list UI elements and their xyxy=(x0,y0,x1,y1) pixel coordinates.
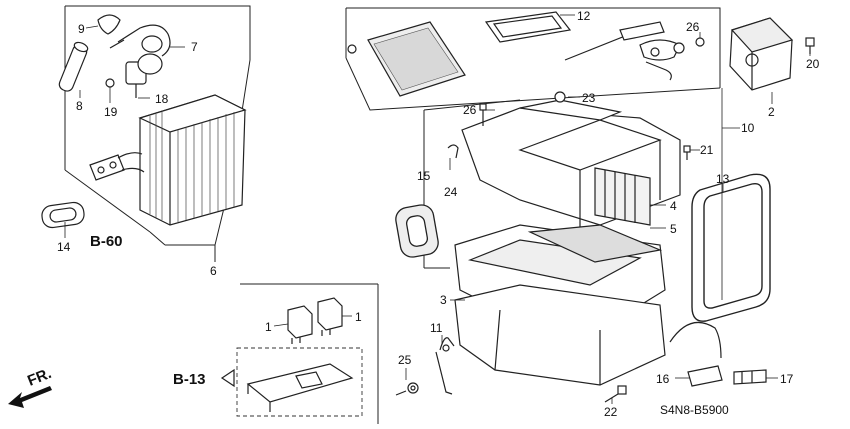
callout-19: 19 xyxy=(104,105,118,119)
sensor-part-16 xyxy=(669,321,723,387)
callout-8: 8 xyxy=(76,99,83,113)
callout-17: 17 xyxy=(780,372,794,386)
expansion-valve-part-18 xyxy=(125,53,163,98)
callout-16: 16 xyxy=(656,372,670,386)
screw-part-26-top xyxy=(673,37,705,54)
callout-7: 7 xyxy=(191,40,198,54)
callout-21: 21 xyxy=(700,143,714,157)
callout-11: 11 xyxy=(430,321,443,335)
heater-core-part-4 xyxy=(594,167,651,226)
ref-arrow-b13 xyxy=(220,368,235,388)
door-lever-linkage xyxy=(564,21,681,81)
callout-10: 10 xyxy=(741,121,755,135)
relay-inset-frame xyxy=(240,283,379,424)
callout-18: 18 xyxy=(155,92,169,106)
callout-13: 13 xyxy=(716,172,730,186)
leader-lines-relay xyxy=(273,315,352,327)
callout-1-left: 1 xyxy=(265,320,272,334)
clip-part-9 xyxy=(97,14,121,35)
callout-1-right: 1 xyxy=(355,310,362,324)
leader-lines-unit xyxy=(405,96,778,404)
callout-3: 3 xyxy=(440,293,447,307)
screw-part-21 xyxy=(683,145,691,160)
screw-filter-box xyxy=(347,44,357,54)
evaporator-pipe-block xyxy=(89,152,145,181)
sensor-part-11 xyxy=(435,337,455,395)
screw-part-26-unit xyxy=(479,103,487,126)
actuator-part-2 xyxy=(729,17,794,91)
filter-element xyxy=(367,21,466,97)
screw-part-25 xyxy=(395,382,419,396)
relay-box xyxy=(246,363,354,412)
leader-lines-filter xyxy=(560,14,811,300)
filter-group-frame xyxy=(345,7,721,111)
ref-b60: B-60 xyxy=(90,233,123,250)
ref-b13: B-13 xyxy=(173,371,206,388)
callout-26-unit: 26 xyxy=(463,103,477,117)
callout-5: 5 xyxy=(670,222,677,236)
callout-15: 15 xyxy=(417,169,431,183)
relay-part-1-right xyxy=(317,297,343,336)
seal-part-14 xyxy=(41,201,85,229)
clip-part-23 xyxy=(554,91,566,103)
lower-case xyxy=(454,224,666,386)
thermistor-part-7 xyxy=(109,24,171,57)
o-ring-part-19 xyxy=(105,78,115,88)
seal-part-13 xyxy=(691,173,771,322)
callout-25: 25 xyxy=(398,353,412,367)
leader-lines-evaporator xyxy=(64,25,185,238)
callout-9: 9 xyxy=(78,22,85,36)
clip-part-24 xyxy=(447,144,459,159)
filter-frame xyxy=(484,11,572,43)
evaporator-core xyxy=(138,94,247,226)
relay-box-dashed-inset xyxy=(236,347,363,417)
relay-part-1-left xyxy=(287,305,313,344)
callout-2: 2 xyxy=(768,105,775,119)
callout-4: 4 xyxy=(670,199,677,213)
diagram-code: S4N8-B5900 xyxy=(660,403,729,417)
callout-24: 24 xyxy=(444,185,458,199)
callout-26-top: 26 xyxy=(686,20,700,34)
callout-23: 23 xyxy=(582,91,596,105)
seal-part-15 xyxy=(395,204,439,258)
connector-part-17 xyxy=(733,369,767,385)
callout-22: 22 xyxy=(604,405,618,419)
callout-20: 20 xyxy=(806,57,820,71)
callout-6: 6 xyxy=(210,264,217,278)
front-label: FR. xyxy=(25,365,54,390)
front-direction-arrow xyxy=(8,386,52,408)
screw-part-22 xyxy=(604,385,627,403)
pipe-part-8 xyxy=(58,41,89,92)
screw-part-20 xyxy=(805,37,815,54)
callout-12: 12 xyxy=(577,9,591,23)
callout-14: 14 xyxy=(57,240,71,254)
evaporator-fins xyxy=(149,112,235,222)
